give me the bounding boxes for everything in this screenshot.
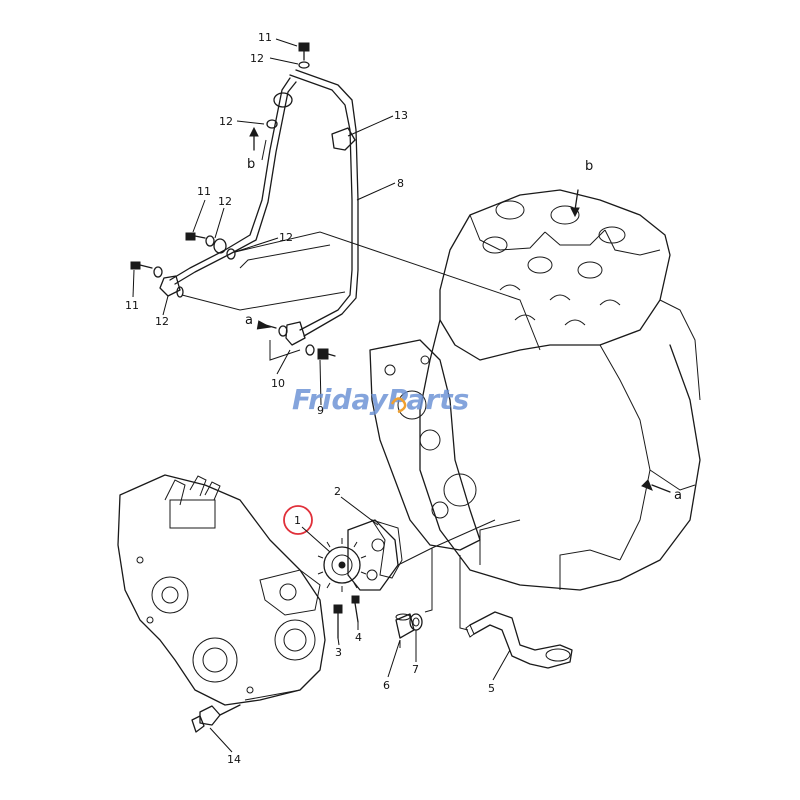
callout-11: 11 — [258, 31, 272, 44]
callout-12: 12 — [250, 52, 264, 65]
callout-11: 11 — [197, 185, 211, 198]
callout-12: 12 — [218, 195, 232, 208]
callout-11: 11 — [125, 299, 139, 312]
clamp-13 — [331, 127, 356, 151]
callout-b: b — [247, 157, 255, 172]
leader-lines — [132, 38, 511, 753]
callout-6: 6 — [383, 679, 390, 692]
callout-2: 2 — [334, 485, 341, 498]
callout-13: 13 — [394, 109, 408, 122]
callout-4: 4 — [355, 631, 362, 644]
callout-8: 8 — [397, 177, 404, 190]
banjo-fitting-mid — [185, 232, 236, 260]
gear-housing — [117, 474, 326, 706]
callout-5: 5 — [488, 682, 495, 695]
callout-14: 14 — [227, 753, 241, 766]
callout-1: 1 — [294, 514, 301, 527]
oil-pump — [317, 519, 399, 592]
callout-12: 12 — [219, 115, 233, 128]
banjo-fitting-a — [278, 321, 336, 360]
oil-tube-b — [169, 77, 297, 285]
callout-b: b — [585, 159, 593, 174]
watermark: FridayParts — [292, 383, 469, 416]
callouts: 11 12 12 13 b 8 11 12 12 11 12 a 10 9 b … — [125, 31, 682, 766]
callout-9: 9 — [317, 404, 324, 417]
engine-block — [419, 189, 701, 591]
callout-a: a — [674, 488, 682, 503]
sensor-14 — [191, 704, 241, 733]
front-cover-plate — [369, 339, 481, 551]
projection-lines — [181, 231, 541, 701]
washer-4 — [351, 595, 360, 623]
callout-1-highlight — [283, 505, 313, 535]
bolt-3 — [333, 604, 343, 639]
pump-gasket — [370, 519, 403, 579]
banjo-fitting-lower — [130, 261, 184, 298]
watermark-text-a: Friday — [292, 383, 390, 416]
watermark-accent — [390, 397, 407, 414]
callout-12: 12 — [279, 231, 293, 244]
callout-10: 10 — [271, 377, 285, 390]
banjo-fitting-upper — [261, 92, 293, 161]
callout-12: 12 — [155, 315, 169, 328]
callout-3: 3 — [335, 646, 342, 659]
callout-a: a — [245, 313, 253, 328]
oil-strainer-5 — [465, 611, 573, 669]
fitting-top — [298, 42, 310, 69]
svg-text:FridayParts: FridayParts — [292, 383, 469, 416]
callout-7: 7 — [412, 663, 419, 676]
ref-arrows — [249, 126, 671, 493]
